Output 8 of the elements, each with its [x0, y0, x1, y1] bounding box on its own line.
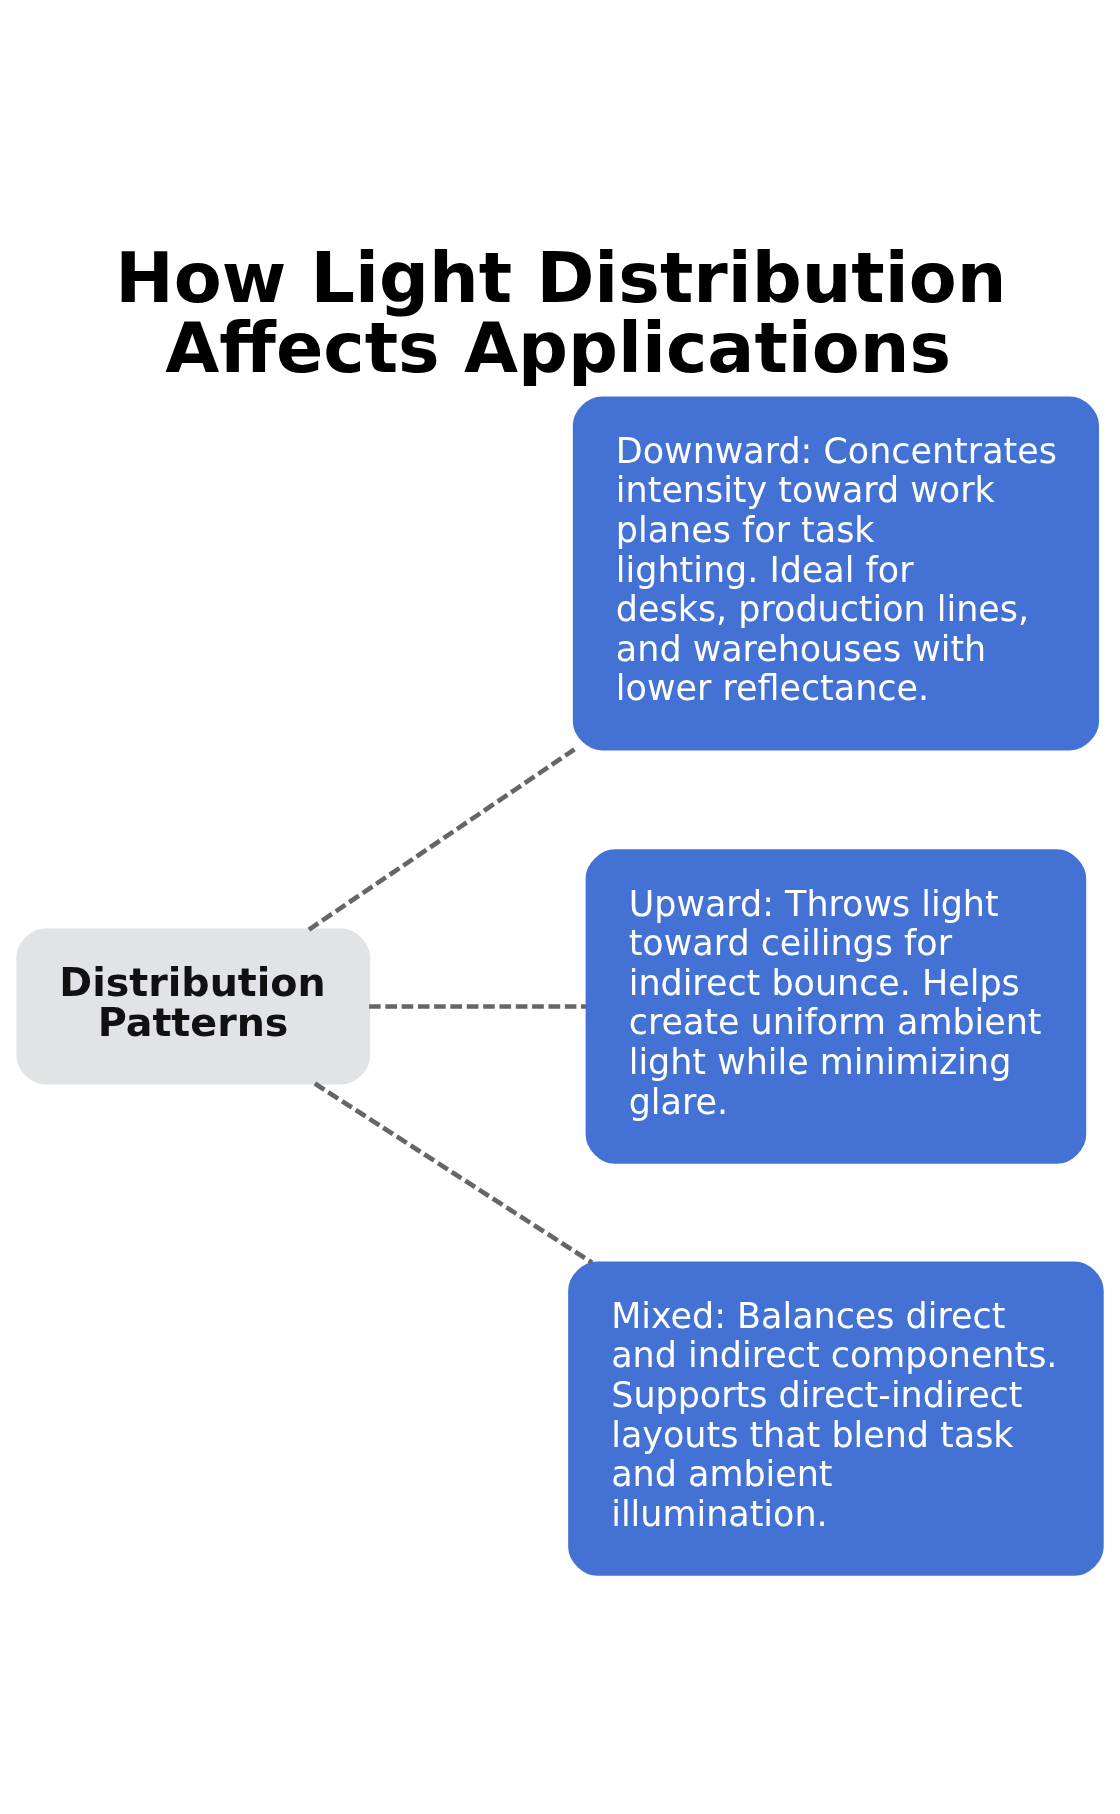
node-box: Mixed: Balances direct and indirect components. Supports direct-indirect layouts that blend task and ambient illumination.	[568, 1261, 1104, 1576]
node-box: Upward: Throws light toward ceilings for indirect bounce. Helps create uniform ambient light while minimizing glare.	[585, 849, 1087, 1164]
connector	[307, 747, 576, 932]
node-box: Downward: Concentrates intensity toward work planes for task lighting. Ideal for desks, production lines, and warehouses with lower reflectance.	[572, 396, 1100, 751]
node-box: Distribution Patterns	[16, 928, 371, 1085]
connector	[369, 1004, 587, 1009]
connector	[313, 1081, 594, 1265]
diagram-title: How Light Distribution Affects Applications	[115, 237, 1007, 389]
